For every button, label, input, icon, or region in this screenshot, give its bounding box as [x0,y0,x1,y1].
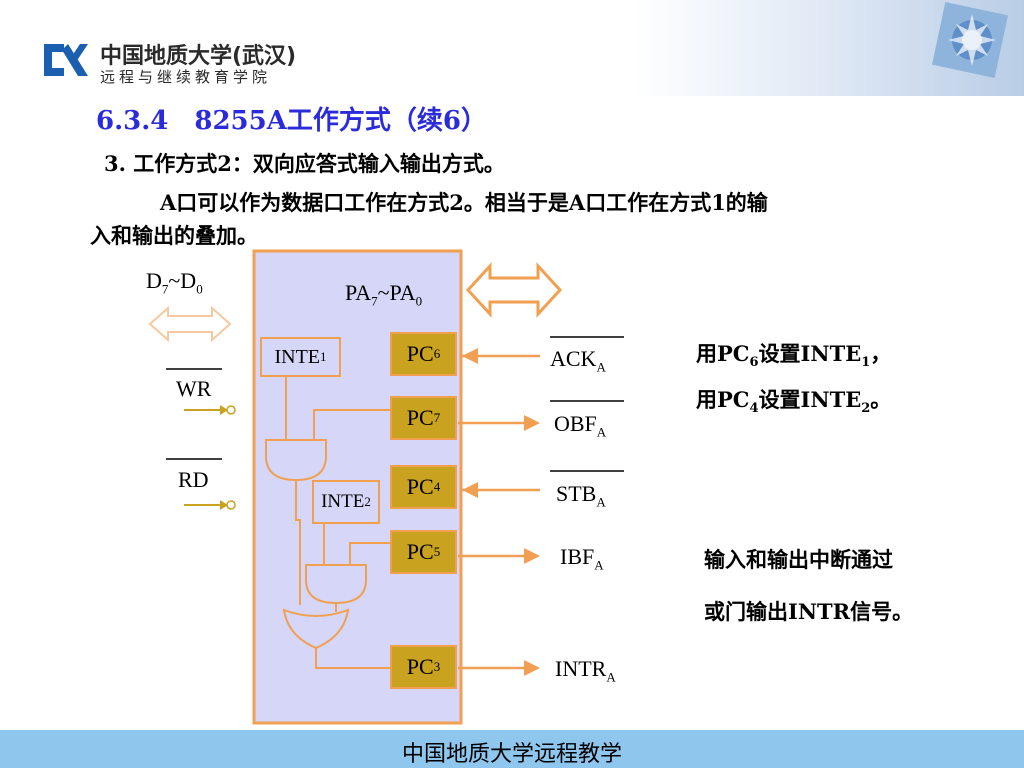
intr-label: INTRA [555,656,616,685]
school-subtitle: 远程与继续教育学院 [100,68,272,86]
note-interrupt-1: 输入和输出中断通过 [704,547,893,572]
paragraph-line-1: A口可以作为数据口工作在方式2。相当于是A口工作在方式1的输 [160,190,768,215]
wr-input-pin [226,405,236,415]
mode-description: 3. 工作方式2：双向应答式输入输出方式。 [104,151,505,176]
note-interrupt-2: 或门输出INTR信号。 [704,599,914,624]
header-band [0,0,1024,96]
section-title: 6.3.4 8255A工作方式（续6） [96,106,488,136]
note-pc4: 用PC4设置INTE2。 [696,387,892,417]
obf-label: OBFA [554,411,607,440]
school-name: 中国地质大学(武汉) [100,44,297,69]
data-bus-double-arrow [148,305,232,343]
ibf-label: IBFA [560,544,604,573]
ack-label: ACKA [550,346,606,375]
rd-input-pin [226,500,236,510]
paragraph-line-2: 入和输出的叠加。 [90,223,258,248]
corner-emblem-icon [932,2,1008,78]
university-logo-icon [44,44,88,76]
d-bus-label: D7~D0 [146,268,203,297]
stb-label: STBA [556,481,606,510]
note-pc6: 用PC6设置INTE1， [696,341,892,371]
pa-bus-label: PA7~PA0 [345,280,423,309]
or-gate [282,608,350,650]
footer-bar [0,730,1024,768]
pa-bus-double-arrow [465,262,563,318]
footer-text: 中国地质大学远程教学 [401,742,622,767]
wr-label: WR [176,376,212,401]
rd-label: RD [178,467,209,492]
